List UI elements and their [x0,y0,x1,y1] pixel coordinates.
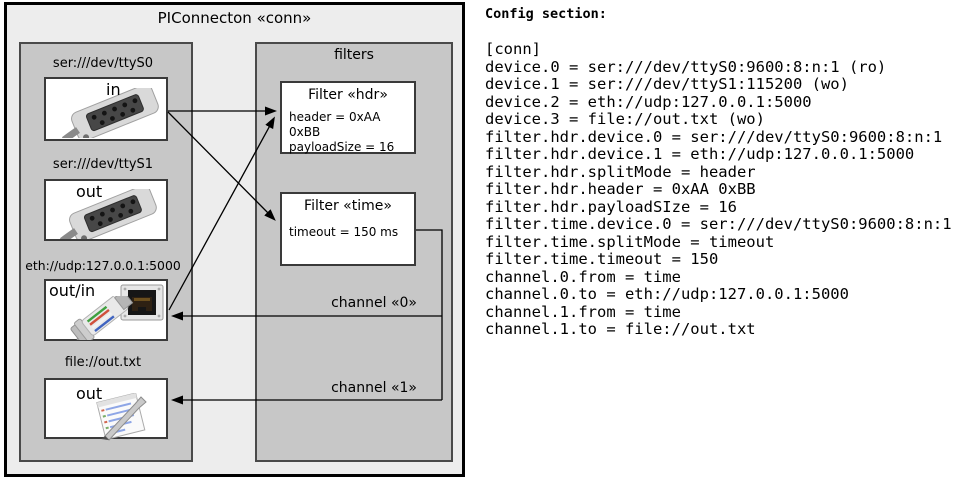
diagram-title: PIConnecton «conn» [157,9,312,27]
device-direction: in [106,80,121,99]
ethernet-port-icon [120,284,164,321]
filter-hdr-box: Filter «hdr» header = 0xAA 0xBB payloadS… [280,81,416,154]
notepad-icon [96,393,147,441]
device-box-file: out [44,378,168,441]
channel-1-label: channel «1» [331,380,417,396]
device-label-ttys1: ser:///dev/ttyS1 [52,157,154,172]
channel-0-label: channel «0» [331,295,417,311]
filter-time-prop-timeout: timeout = 150 ms [289,225,399,239]
serial-connector-icon [61,88,159,138]
filter-time-box: Filter «time» timeout = 150 ms [280,192,416,266]
device-direction: out [76,182,103,201]
config-section-heading: Config section: [485,6,607,22]
device-label-file: file://out.txt [64,355,142,370]
serial-connector-icon [59,189,157,239]
device-direction: out [76,384,103,403]
device-direction: out/in [49,281,96,300]
ethernet-plug-icon [70,296,134,340]
filter-time-title: Filter «time» [304,198,392,214]
config-text: [conn] device.0 = ser:///dev/ttyS0:9600:… [485,40,952,338]
device-box-ethernet: out/in [44,279,168,341]
filters-group-label: filters [334,47,374,63]
device-label-ethernet: eth://udp:127.0.0.1:5000 [25,258,181,273]
device-label-ttys0: ser:///dev/ttyS0 [52,56,154,71]
filter-hdr-title: Filter «hdr» [308,87,388,103]
device-box-ttys0: in [44,77,168,141]
filter-hdr-prop-header: header = 0xAA 0xBB [289,110,381,139]
filter-hdr-prop-payloadsize: payloadSize = 16 [289,140,395,154]
device-box-ttys1: out [44,179,168,241]
